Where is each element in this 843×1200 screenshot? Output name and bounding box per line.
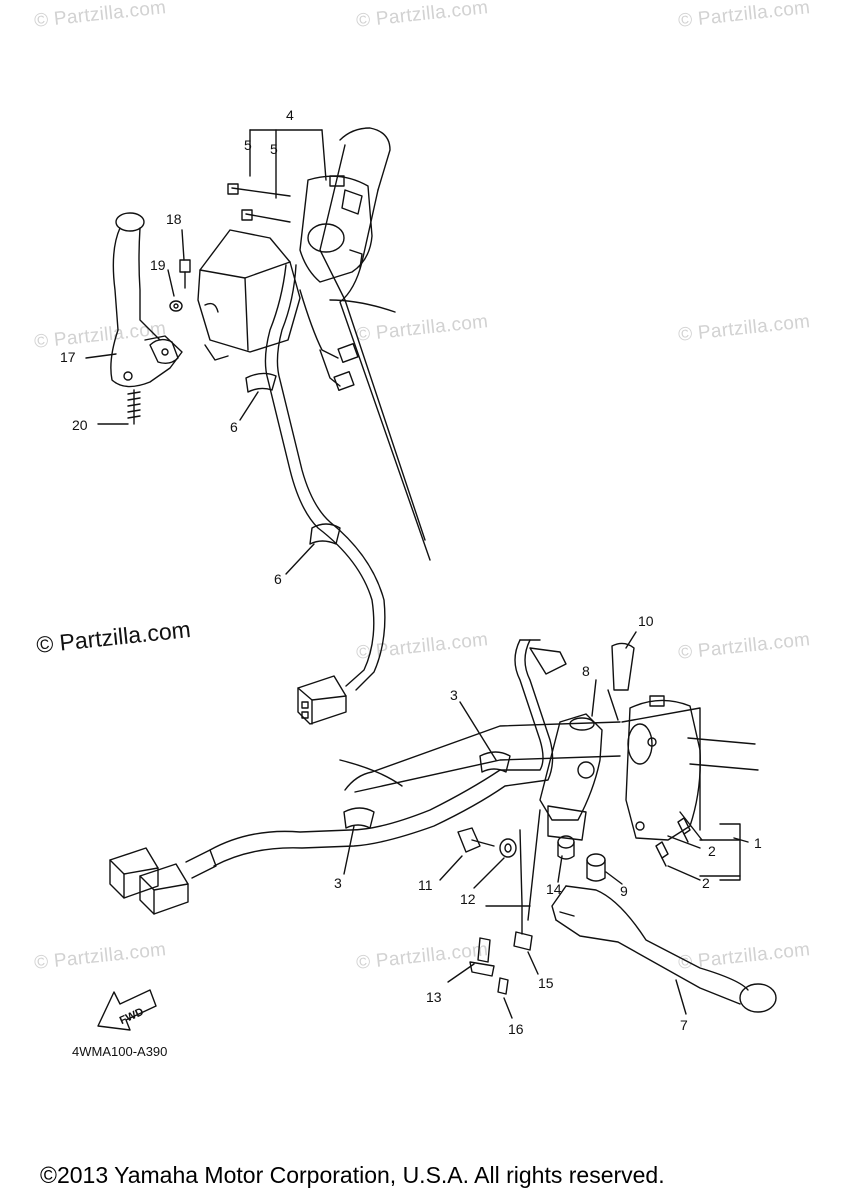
right-harness <box>209 639 567 867</box>
callout-19: 19 <box>150 257 166 273</box>
callout-18: 18 <box>166 211 182 227</box>
callout-4: 4 <box>286 107 294 123</box>
callout-5: 5 <box>270 141 278 157</box>
lower-leaders <box>343 631 749 1019</box>
callout-14: 14 <box>546 881 562 897</box>
callout-7: 7 <box>680 1017 688 1033</box>
callout-2: 2 <box>702 875 710 891</box>
right-brake-lever <box>551 885 777 1013</box>
callout-1: 1 <box>754 835 762 851</box>
left-small-hardware <box>127 129 327 425</box>
callout-12: 12 <box>460 891 476 907</box>
left-connector <box>297 675 347 725</box>
left-clutch-lever <box>110 212 183 388</box>
upper-handlebar <box>319 127 431 561</box>
callout-5: 5 <box>244 137 252 153</box>
lower-handlebar <box>339 707 759 831</box>
callout-11: 11 <box>418 877 433 893</box>
right-connectors <box>109 847 217 915</box>
callout-20: 20 <box>72 417 88 433</box>
callout-2: 2 <box>708 843 716 859</box>
left-switch-assembly <box>299 175 373 283</box>
callout-13: 13 <box>426 989 442 1005</box>
callout-15: 15 <box>538 975 554 991</box>
diagram-code: 4WMA100-A390 <box>72 1044 168 1059</box>
fwd-label: FWD <box>118 1006 146 1027</box>
callout-3: 3 <box>334 875 342 891</box>
left-lever-holder <box>197 229 301 361</box>
upper-leaders <box>85 229 315 575</box>
callout-17: 17 <box>60 349 76 365</box>
right-small-hardware <box>457 809 691 995</box>
fwd-arrow-icon <box>97 989 157 1031</box>
callout-9: 9 <box>620 883 628 899</box>
left-harness <box>245 264 386 691</box>
callout-3: 3 <box>450 687 458 703</box>
callout-6: 6 <box>274 571 282 587</box>
callout-16: 16 <box>508 1021 524 1037</box>
callout-6: 6 <box>230 419 238 435</box>
callout-8: 8 <box>582 663 590 679</box>
copyright-notice: ©2013 Yamaha Motor Corporation, U.S.A. A… <box>40 1162 665 1188</box>
right-switch-assembly <box>625 695 701 841</box>
callout-10: 10 <box>638 613 654 629</box>
